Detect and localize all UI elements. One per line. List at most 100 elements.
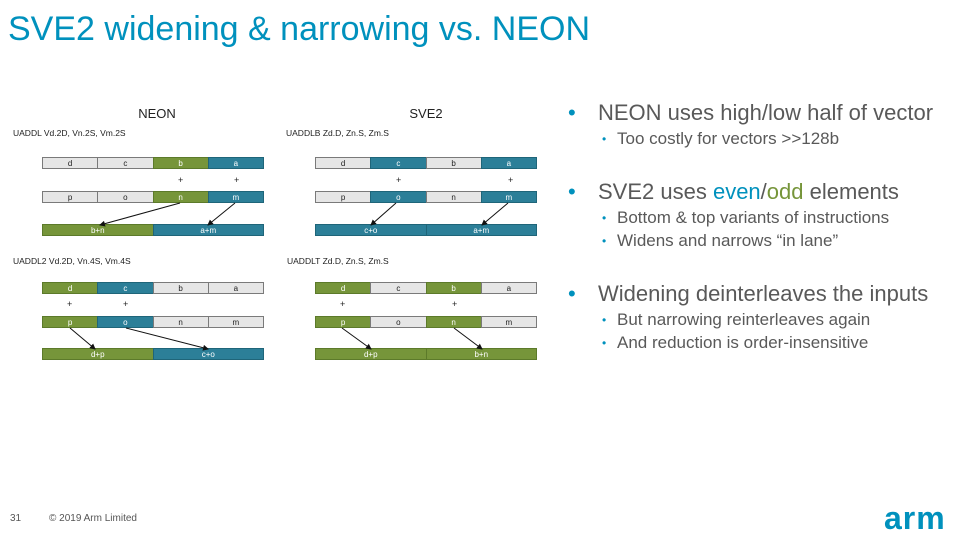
element-cell: a	[480, 157, 537, 169]
element-cell: d	[315, 157, 372, 169]
sub-bullet-item: • Too costly for vectors >>128b	[568, 129, 958, 149]
result-cell: d+p	[315, 348, 427, 360]
bullet-text: SVE2 uses	[598, 179, 713, 204]
neon-bottom-instruction: UADDL2 Vd.2D, Vn.4S, Vm.4S	[13, 256, 131, 266]
sve2-bottom-instruction: UADDLT Zd.D, Zn.S, Zm.S	[287, 256, 389, 266]
element-cell: b	[152, 282, 209, 294]
element-cell: d	[42, 157, 99, 169]
even-word: even	[712, 179, 761, 204]
sve2-header: SVE2	[409, 106, 443, 121]
plus-sign: +	[340, 299, 346, 309]
sub-bullet-item: •And reduction is order-insensitive	[568, 333, 958, 353]
plus-sign: +	[178, 175, 184, 185]
result-cell: c+o	[152, 348, 264, 360]
element-cell: n	[152, 316, 209, 328]
plus-sign: +	[396, 175, 402, 185]
element-cell: m	[480, 191, 537, 203]
arrow	[453, 327, 483, 350]
arrow	[207, 202, 236, 226]
sve2-bottom-result-register: d+p b+n	[315, 348, 537, 360]
arrow	[99, 202, 181, 227]
element-cell: a	[207, 157, 264, 169]
sub-bullet-item: • But narrowing reinterleaves again	[568, 310, 958, 330]
odd-word: odd	[766, 179, 804, 204]
element-cell: o	[370, 316, 427, 328]
arrow	[481, 202, 509, 226]
element-cell: c	[97, 282, 154, 294]
element-cell: m	[480, 316, 537, 328]
plus-sign: +	[508, 175, 514, 185]
element-cell: c	[97, 157, 154, 169]
bullet-dot-icon: •	[602, 234, 607, 248]
element-cell: b	[152, 157, 209, 169]
bullet-list: • NEON uses high/low half of vector • Too …	[568, 100, 958, 353]
sub-bullet-text: Too costly for vectors >>128b	[617, 129, 840, 148]
sub-bullet-text: Widens and narrows “in lane”	[617, 231, 839, 250]
element-cell: p	[42, 191, 99, 203]
slash: /	[760, 179, 767, 204]
element-cell: m	[207, 191, 264, 203]
element-cell: c	[370, 282, 427, 294]
bullet-item: • Widening deinterleaves the inputs	[568, 281, 958, 307]
element-cell: p	[42, 316, 99, 328]
element-cell: b	[425, 282, 482, 294]
element-cell: o	[97, 191, 154, 203]
neon-bottom-source-register-2: p o n m	[42, 316, 264, 328]
bullet-dot-icon: •	[568, 100, 576, 125]
sve2-top-result-register: c+o a+m	[315, 224, 537, 236]
sve2-top-instruction: UADDLB Zd.D, Zn.S, Zm.S	[286, 128, 389, 138]
neon-header: NEON	[138, 106, 176, 121]
arm-logo: arm	[884, 500, 946, 536]
neon-top-source-register-2: p o n m	[42, 191, 264, 203]
bullet-dot-icon: •	[602, 132, 607, 146]
bullet-dot-icon: •	[568, 281, 576, 306]
sub-bullet-text: Bottom & top variants of instructions	[617, 208, 890, 227]
copyright: © 2019 Arm Limited	[49, 513, 137, 524]
result-cell: a+m	[152, 224, 264, 236]
result-cell: b+n	[42, 224, 154, 236]
bullet-dot-icon: •	[568, 179, 576, 204]
neon-bottom-source-register-1: d c b a	[42, 282, 264, 294]
element-cell: m	[207, 316, 264, 328]
element-cell: p	[315, 316, 372, 328]
result-cell: a+m	[425, 224, 537, 236]
sve2-bottom-source-register-1: d c b a	[315, 282, 537, 294]
element-cell: d	[315, 282, 372, 294]
sve2-bottom-source-register-2: p o n m	[315, 316, 537, 328]
element-cell: c	[370, 157, 427, 169]
sve2-top-source-register-1: d c b a	[315, 157, 537, 169]
result-cell: d+p	[42, 348, 154, 360]
element-cell: n	[425, 316, 482, 328]
sub-bullet-text: And reduction is order-insensitive	[617, 333, 869, 352]
element-cell: n	[425, 191, 482, 203]
neon-top-instruction: UADDL Vd.2D, Vn.2S, Vm.2S	[13, 128, 126, 138]
element-cell: o	[97, 316, 154, 328]
plus-sign: +	[452, 299, 458, 309]
arrow	[341, 327, 372, 350]
element-cell: a	[480, 282, 537, 294]
sve2-top-source-register-2: p o n m	[315, 191, 537, 203]
plus-sign: +	[234, 175, 240, 185]
bullet-text: elements	[803, 179, 899, 204]
element-cell: b	[425, 157, 482, 169]
element-cell: n	[152, 191, 209, 203]
element-cell: d	[42, 282, 99, 294]
arrow	[69, 327, 96, 350]
result-cell: c+o	[315, 224, 427, 236]
arrow	[370, 202, 397, 226]
element-cell: a	[207, 282, 264, 294]
bullet-dot-icon: •	[602, 313, 607, 327]
slide-title: SVE2 widening & narrowing vs. NEON	[8, 10, 591, 48]
arrow	[125, 327, 209, 351]
bullet-item: • SVE2 uses even/odd elements	[568, 179, 958, 205]
page-number: 31	[10, 513, 22, 524]
sub-bullet-text: But narrowing reinterleaves again	[617, 310, 871, 329]
plus-sign: +	[67, 299, 73, 309]
bullet-text: NEON uses high/low half of vector	[598, 100, 934, 125]
bullet-text: Widening deinterleaves the inputs	[598, 281, 929, 306]
sub-bullet-item: • Widens and narrows “in lane”	[568, 231, 958, 251]
neon-top-source-register-1: d c b a	[42, 157, 264, 169]
result-cell: b+n	[425, 348, 537, 360]
neon-bottom-result-register: d+p c+o	[42, 348, 264, 360]
plus-sign: +	[123, 299, 129, 309]
